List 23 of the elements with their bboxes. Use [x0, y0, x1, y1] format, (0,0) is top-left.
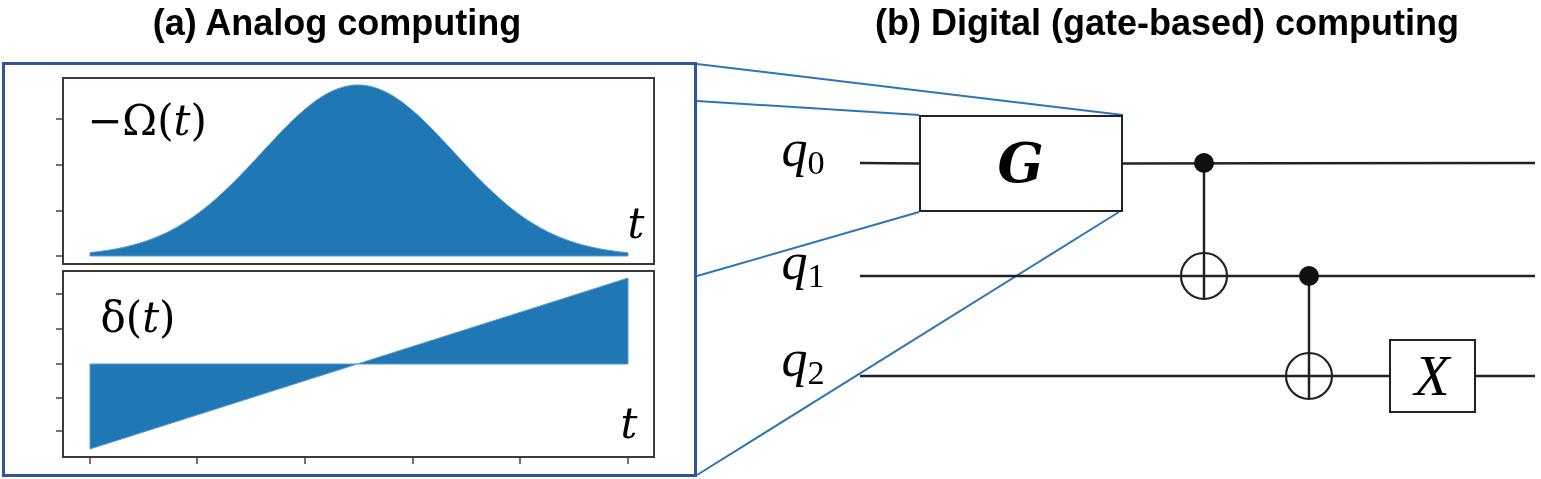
- qubit-wire: [860, 161, 919, 165]
- gate-box: [1389, 339, 1476, 413]
- qubit-wire: [1123, 161, 1535, 165]
- qubit-label: q$_{2}$: [781, 328, 825, 393]
- plot-label: −Ω(t): [87, 95, 207, 147]
- panel-heading: (b) Digital (gate-based) computing: [875, 2, 1459, 44]
- zoom-line: [696, 100, 920, 116]
- qubit-label: q$_{0}$: [781, 118, 825, 183]
- axis-label: t: [620, 399, 638, 449]
- gate-box: [919, 115, 1123, 212]
- zoom-line: [696, 211, 1120, 476]
- axis-label: t: [627, 199, 645, 249]
- zoom-line: [696, 211, 920, 277]
- plot-frame: [62, 77, 655, 265]
- qubit-wire: [1476, 374, 1535, 378]
- plot-frame: [62, 270, 655, 458]
- panel-heading: (a) Analog computing: [152, 2, 522, 44]
- gate-label: X: [1414, 344, 1450, 408]
- plot-label: δ(t): [100, 292, 176, 344]
- zoom-line: [696, 63, 1124, 116]
- gate-label: G: [997, 130, 1044, 195]
- qubit-label: q$_{1}$: [781, 231, 825, 296]
- qubit-wire: [860, 374, 1389, 378]
